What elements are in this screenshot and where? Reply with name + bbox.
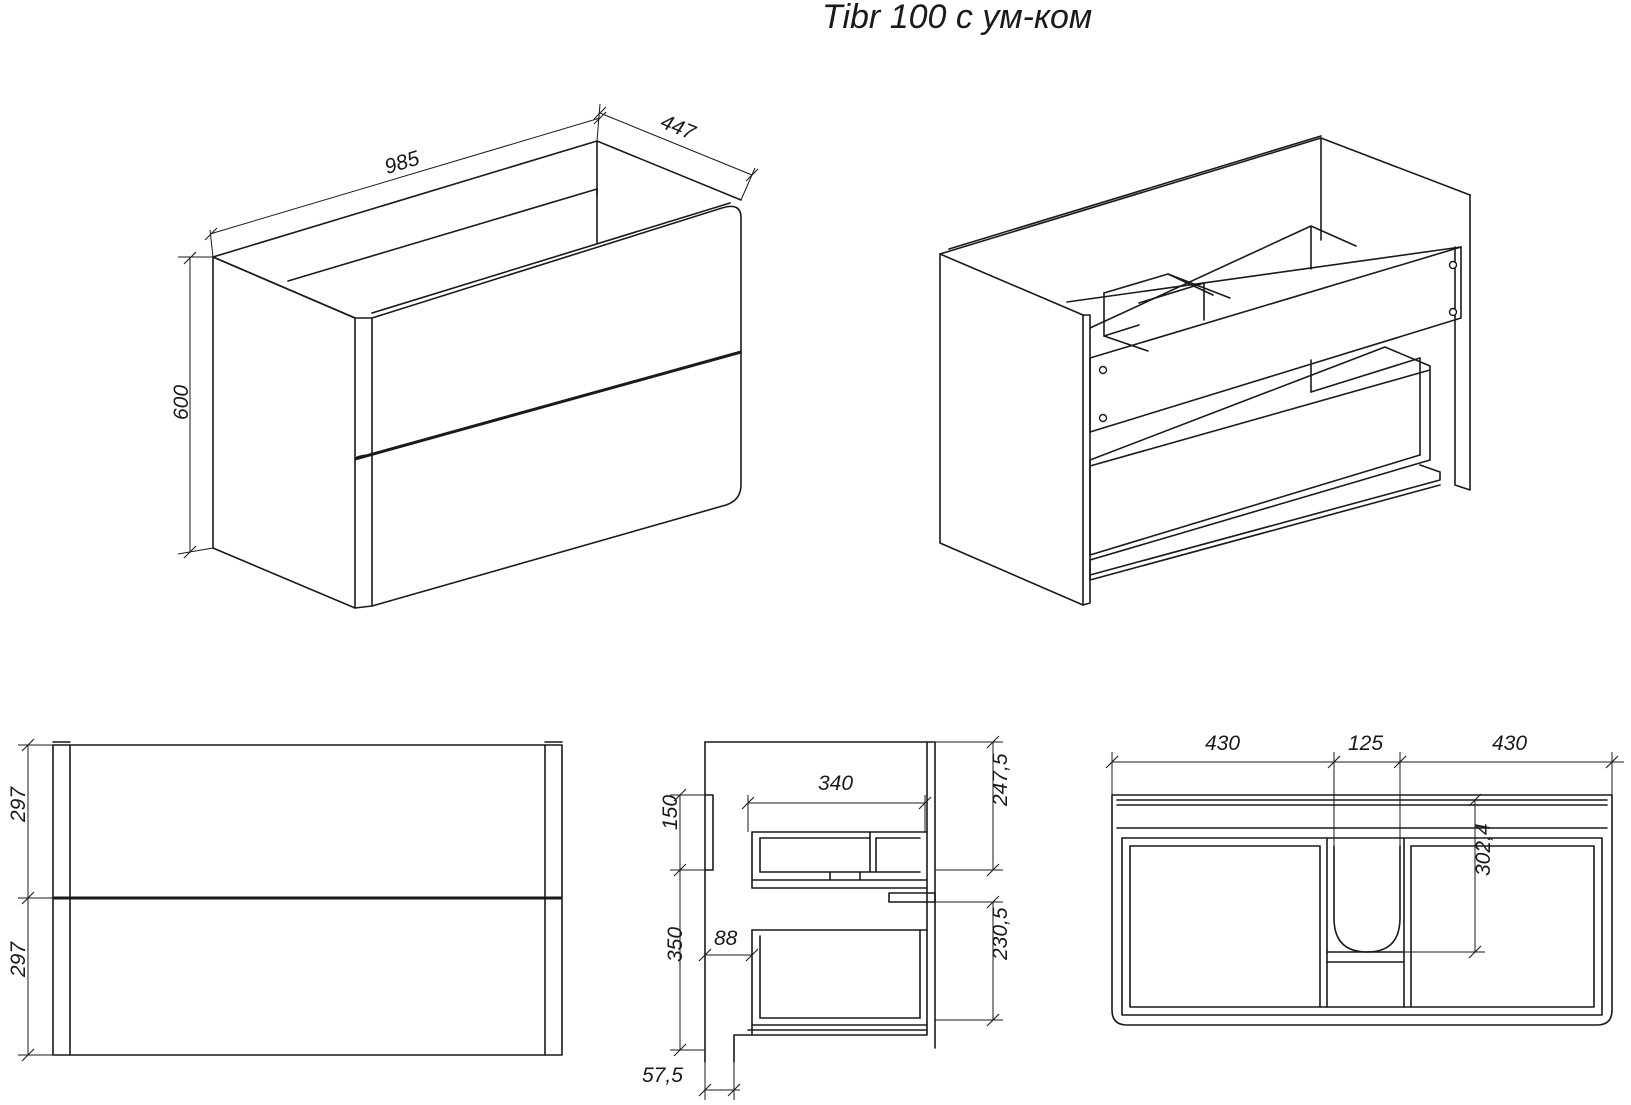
dim-side-340: 340 xyxy=(818,772,853,795)
top-view: 430 125 430 302,4 xyxy=(1105,732,1624,1026)
iso-view-closed: 985 447 600 xyxy=(170,103,759,609)
dim-front-upper-297: 297 xyxy=(7,786,30,823)
fixing-hole xyxy=(1098,365,1108,375)
dim-side-230-5: 230,5 xyxy=(989,907,1012,961)
dim-width-985: 985 xyxy=(382,147,423,179)
dim-height-600: 600 xyxy=(170,385,193,420)
dim-top-middle-125: 125 xyxy=(1348,732,1383,755)
dim-top-cutout-302-4: 302,4 xyxy=(1472,823,1495,876)
fixing-hole xyxy=(1098,413,1108,423)
side-section-view: 340 247,5 150 230,5 350 88 xyxy=(642,735,1012,1100)
dim-side-57-5: 57,5 xyxy=(642,1064,683,1087)
dim-side-247-5: 247,5 xyxy=(989,753,1012,807)
front-view: 297 297 xyxy=(7,738,563,1062)
dim-front-lower-297: 297 xyxy=(7,941,30,978)
fixing-hole xyxy=(1448,260,1458,270)
dim-top-right-430: 430 xyxy=(1492,732,1527,755)
dim-side-350: 350 xyxy=(664,927,687,962)
dim-depth-447: 447 xyxy=(657,110,699,145)
dim-side-150: 150 xyxy=(659,795,682,830)
drawing-title: Tibr 100 с ум-ком xyxy=(822,0,1092,36)
fixing-hole xyxy=(1448,307,1458,317)
dim-side-88: 88 xyxy=(714,927,738,950)
dim-top-left-430: 430 xyxy=(1205,732,1240,755)
iso-view-open xyxy=(939,135,1471,606)
